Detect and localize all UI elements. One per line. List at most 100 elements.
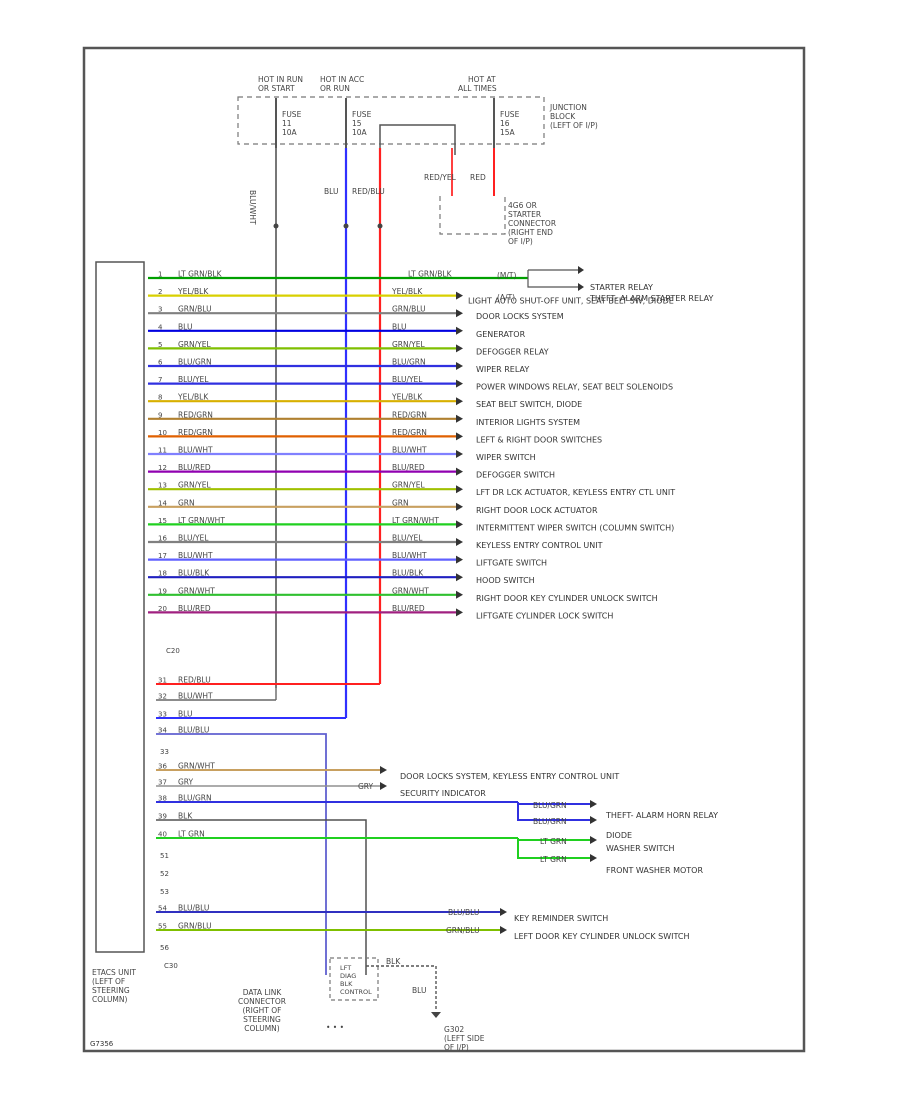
dest-row-7: POWER WINDOWS RELAY, SEAT BELT SOLENOIDS bbox=[476, 383, 673, 392]
wire-label-33: BLU bbox=[178, 710, 192, 719]
junction-internal-bus bbox=[379, 124, 456, 155]
lt-grn-b: LT GRN bbox=[540, 855, 567, 864]
label-red-blu: RED/BLU bbox=[352, 187, 385, 196]
arrow-theft-starter bbox=[578, 283, 584, 291]
wire-label-left-18: BLU/BLK bbox=[178, 569, 210, 578]
pin-55: 55 bbox=[158, 923, 167, 931]
pin-3: 3 bbox=[158, 306, 162, 314]
pin-7: 7 bbox=[158, 376, 162, 384]
dest-row-2: LIGHT AUTO SHUT-OFF UNIT, SEAT BELT SW, … bbox=[468, 297, 674, 306]
wire-label-left-9: RED/GRN bbox=[178, 410, 213, 419]
pin-20: 20 bbox=[158, 605, 167, 613]
lt-grn-a: LT GRN bbox=[540, 837, 567, 846]
pin-34: 34 bbox=[158, 727, 167, 735]
arrow-row-16 bbox=[456, 538, 463, 546]
arrow-diode bbox=[590, 836, 597, 844]
dest-row-3: DOOR LOCKS SYSTEM bbox=[476, 312, 564, 321]
splice-dot-2 bbox=[343, 223, 349, 229]
key-reminder-dest: KEY REMINDER SWITCH bbox=[514, 914, 608, 923]
wire-label-right-11: BLU/WHT bbox=[392, 446, 427, 455]
security-dest: SECURITY INDICATOR bbox=[400, 789, 486, 798]
dest-row-17: LIFTGATE SWITCH bbox=[476, 559, 547, 568]
gry-label: GRY bbox=[358, 782, 374, 791]
arrow-row-9 bbox=[456, 414, 463, 423]
pin-36: 36 bbox=[158, 763, 167, 771]
dest-row-18: HOOD SWITCH bbox=[476, 576, 535, 585]
dest-row-9: INTERIOR LIGHTS SYSTEM bbox=[476, 418, 580, 427]
pin-51: 51 bbox=[160, 852, 169, 860]
wire-label-left-2: YEL/BLK bbox=[177, 287, 209, 296]
arrow-row-8 bbox=[456, 397, 463, 406]
dest-row-6: WIPER RELAY bbox=[476, 365, 529, 374]
wire-39 bbox=[156, 819, 367, 975]
wire-label-left-19: GRN/WHT bbox=[178, 586, 215, 595]
pin-9: 9 bbox=[158, 411, 162, 419]
pin-13: 13 bbox=[158, 482, 167, 490]
wire-label-right-5: GRN/YEL bbox=[392, 340, 425, 349]
ground-wire bbox=[366, 965, 437, 1010]
pin-35: 33 bbox=[160, 748, 169, 756]
wire-label-left-4: BLU bbox=[178, 322, 192, 331]
pin-40: 40 bbox=[158, 831, 167, 839]
wire-label-left-3: GRN/BLU bbox=[178, 305, 212, 314]
blu-grn-b: BLU/GRN bbox=[533, 817, 567, 826]
pin-31: 31 bbox=[158, 677, 167, 685]
wire-label-left-12: BLU/RED bbox=[178, 463, 211, 472]
wire-label-right-19: GRN/WHT bbox=[392, 586, 429, 595]
wire-label-right-20: BLU/RED bbox=[392, 604, 425, 613]
front-washer-dest: FRONT WASHER MOTOR bbox=[606, 866, 703, 875]
dest-row-5: DEFOGGER RELAY bbox=[476, 347, 549, 356]
wire-label-right-6: BLU/GRN bbox=[392, 358, 426, 367]
arrow-row-11 bbox=[456, 450, 463, 458]
theft-starter-relay-label: THEFT- ALARM STARTER RELAY bbox=[589, 294, 714, 303]
wire-label-right-12: BLU/RED bbox=[392, 463, 425, 472]
starter-relay-split bbox=[527, 270, 578, 288]
arrow-row-13 bbox=[456, 485, 463, 494]
label-blu: BLU bbox=[324, 187, 338, 196]
arrow-row-2 bbox=[456, 291, 463, 300]
arrow-starter-relay bbox=[578, 266, 584, 274]
pin-32: 32 bbox=[158, 693, 167, 701]
wire-label-right-10: RED/GRN bbox=[392, 428, 427, 437]
connector-c30: C30 bbox=[164, 962, 178, 970]
pin-5: 5 bbox=[158, 341, 162, 349]
wire-label-34: BLU/BLU bbox=[178, 726, 209, 735]
arrow-row-19 bbox=[456, 590, 463, 599]
arrow-row-4 bbox=[456, 326, 463, 335]
pin-39: 39 bbox=[158, 813, 167, 821]
wire-label-55: GRN/BLU bbox=[178, 922, 212, 931]
dest-row-16: KEYLESS ENTRY CONTROL UNIT bbox=[476, 541, 603, 550]
wire-label-right-16: BLU/YEL bbox=[392, 534, 423, 543]
arrow-row-3 bbox=[456, 309, 463, 318]
wire-40-split bbox=[517, 838, 590, 859]
wire-label-left-20: BLU/RED bbox=[178, 604, 211, 613]
data-link-connector bbox=[329, 957, 379, 1001]
arrow-row-10 bbox=[456, 432, 463, 441]
wire-label-36: GRN/WHT bbox=[178, 762, 215, 771]
pin-52: 52 bbox=[160, 870, 169, 878]
pin-16: 16 bbox=[158, 535, 167, 543]
blu-blu-label: BLU/BLU bbox=[448, 908, 479, 917]
dest-row-14: RIGHT DOOR LOCK ACTUATOR bbox=[476, 506, 598, 515]
pin-12: 12 bbox=[158, 464, 167, 472]
dest-row-20: LIFTGATE CYLINDER LOCK SWITCH bbox=[476, 611, 613, 620]
arrow-washer bbox=[590, 854, 597, 862]
wire-label-right-9: RED/GRN bbox=[392, 410, 427, 419]
wire-label-left-6: BLU/GRN bbox=[178, 358, 212, 367]
label-red-yel: RED/YEL bbox=[424, 173, 457, 182]
wire-label-right-3: GRN/BLU bbox=[392, 305, 426, 314]
wire-label-left-8: YEL/BLK bbox=[177, 393, 209, 402]
pin-18: 18 bbox=[158, 570, 167, 578]
washer-switch-dest: WASHER SWITCH bbox=[606, 844, 675, 853]
label-red: RED bbox=[470, 173, 486, 182]
wire-label-left-10: RED/GRN bbox=[178, 428, 213, 437]
